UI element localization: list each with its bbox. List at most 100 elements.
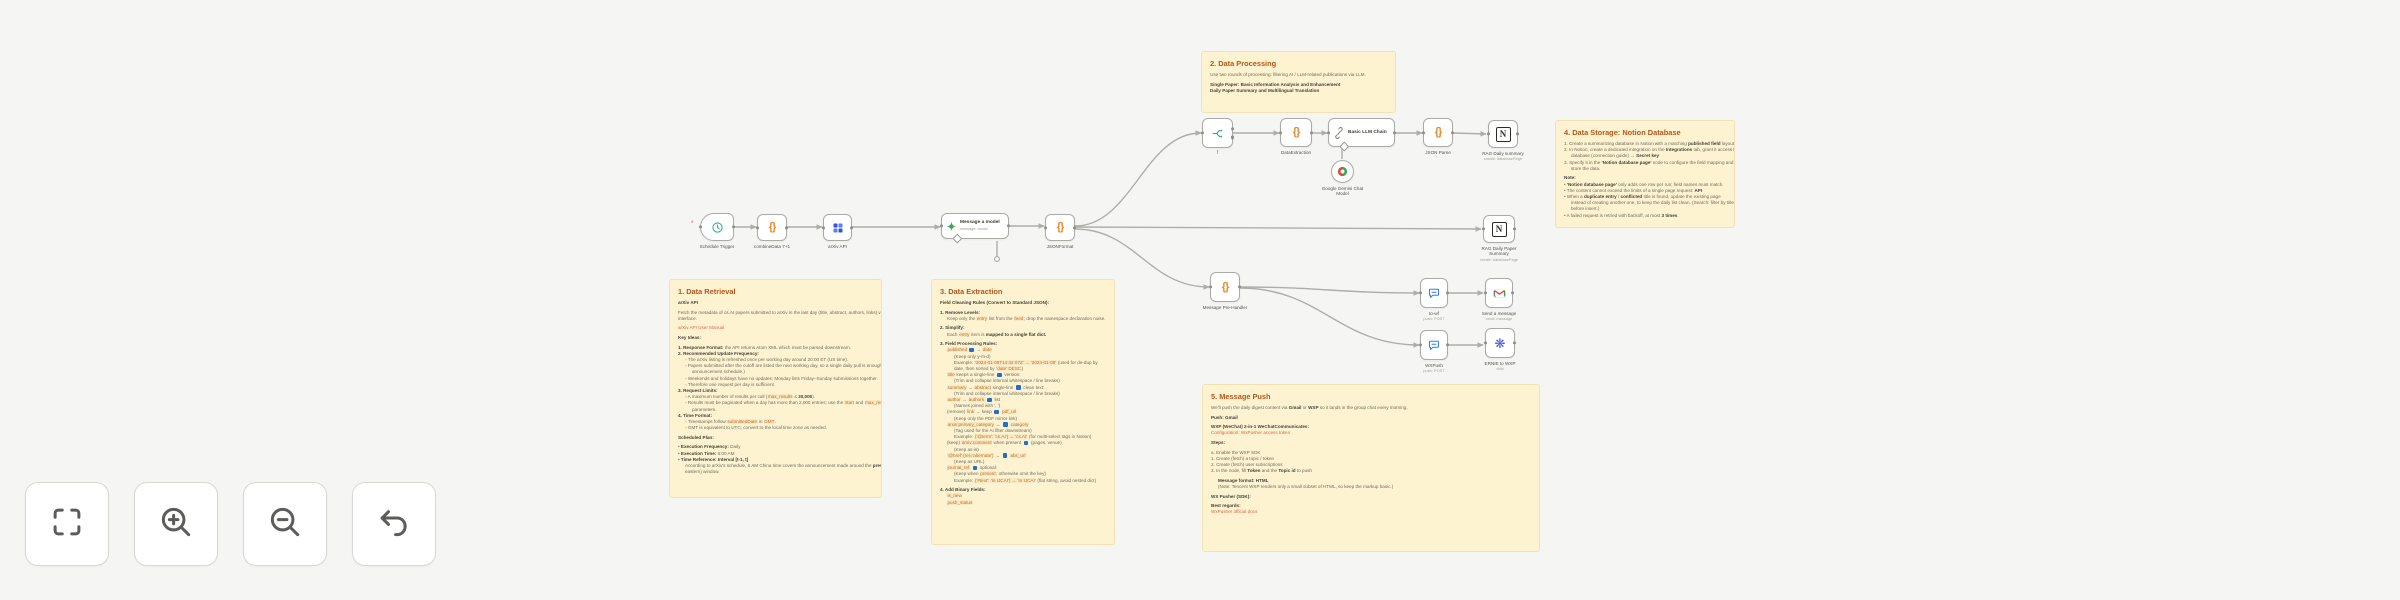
node-basic-llm-chain[interactable]: Basic LLM Chain [1326,118,1397,151]
node-body[interactable]: N [1486,120,1520,148]
output-port[interactable] [1393,130,1397,135]
sticky-line: interface. [678,315,697,321]
sticky-line: Fetch the metadata of cs.AI papers submi… [678,309,882,315]
node-message-pre-handler[interactable]: { }Message Pre-Handler [1203,272,1247,310]
node-combine-data[interactable]: { }combineData 7+1 [754,214,790,249]
sticky-line: ◦ GMT is equivalent to UTC; convert to t… [685,425,827,431]
sticky-line: Message format: HTML [1218,477,1269,483]
output-port[interactable] [850,225,854,230]
output-port[interactable] [1511,291,1515,295]
node-arxiv-api[interactable]: arXiv API [821,214,854,249]
zoom-out-button[interactable] [243,482,327,566]
input-port[interactable] [1278,130,1282,135]
input-port[interactable] [821,225,825,230]
sticky-line: arXiv API [678,300,699,305]
input-port[interactable] [1200,131,1204,135]
input-port[interactable] [939,224,943,228]
sticky-line: (Keep only y-m-d) [954,353,991,359]
node-body[interactable]: { } [755,214,789,241]
sticky-line: Scheduled Plan: [678,434,714,440]
output-port[interactable] [1231,135,1235,140]
input-port[interactable] [1208,285,1212,289]
node-if-filter[interactable]: ! [1200,118,1235,156]
output-port[interactable] [1451,130,1455,135]
node-body[interactable] [1418,278,1450,308]
node-body[interactable]: { } [1043,214,1077,241]
node-body[interactable]: { } [1278,118,1314,147]
input-port[interactable] [1486,132,1490,136]
node-json-parse[interactable]: { }JSON Parse [1421,118,1455,155]
input-port[interactable] [1326,130,1330,135]
sticky-line: eastern) window. [685,469,720,475]
sticky-line: • Execution Time: 6:00 AM [678,450,735,456]
node-body[interactable]: N [1481,215,1517,243]
node-body[interactable]: ❋ [1483,328,1517,358]
output-port[interactable] [1007,224,1011,228]
node-json-format[interactable]: { }JSONFormat [1043,214,1077,249]
input-port[interactable] [1481,227,1485,231]
sticky-title: 5. Message Push [1211,392,1271,401]
output-port[interactable] [1446,343,1450,347]
node-body[interactable] [698,213,736,241]
node-body[interactable]: { } [1421,118,1455,147]
node-data-extraction[interactable]: { }DataExtraction [1278,118,1314,155]
zoom-in-button[interactable] [134,482,218,566]
node-body[interactable] [821,214,854,241]
input-port[interactable] [1418,343,1422,347]
output-port[interactable] [1516,132,1520,136]
input-port[interactable] [1483,291,1487,295]
subnode-anchor-dot[interactable] [993,256,1000,263]
sticky-line: Push: Gmail [1211,414,1238,420]
node-body[interactable] [1200,118,1235,148]
output-port[interactable] [1238,285,1242,289]
input-port[interactable] [1421,130,1425,135]
node-body[interactable]: Basic LLM Chain [1326,118,1397,151]
node-body[interactable] [1418,330,1450,360]
code-braces-icon: { } [1221,280,1230,293]
sticky-line: parameters. [692,406,717,412]
sticky-line: (Trim and collapse internal whitespace /… [954,378,1060,384]
node-gemini-chat-model[interactable]: Google Gemini Chat Model [1322,160,1363,196]
input-port[interactable] [698,225,702,229]
input-port[interactable] [1418,291,1422,295]
sticky-line: ◦ The arXiv listing is refreshed once pe… [685,356,849,362]
node-schedule-trigger[interactable]: Schedule Trigger* [691,213,736,249]
output-port[interactable] [732,225,736,229]
node-label: WXPush [1425,363,1443,368]
node-sublabel: send: message [1485,316,1513,322]
input-port[interactable] [1043,225,1047,230]
output-port[interactable] [1446,291,1450,295]
input-port[interactable] [1483,341,1487,345]
fit-view-button[interactable] [25,482,109,566]
output-port[interactable] [1073,225,1077,230]
node-body[interactable] [1331,160,1354,183]
field-type-icon [969,347,974,353]
sticky-line: 1. Create (fetch) a topic / token [1211,455,1275,461]
node-body[interactable] [1483,278,1515,308]
node-label: RAG Daily Paper Summary [1481,246,1517,257]
google-icon [1337,166,1348,177]
input-port[interactable] [755,225,759,230]
node-body[interactable]: { } [1208,272,1242,302]
output-port[interactable] [1231,126,1235,131]
output-port[interactable] [1513,341,1517,345]
output-port[interactable] [1513,227,1517,231]
sticky-line: 3. Field Processing Rules: [940,341,998,347]
output-port[interactable] [1310,130,1314,135]
output-port[interactable] [785,225,789,230]
reset-view-button[interactable] [352,482,436,566]
